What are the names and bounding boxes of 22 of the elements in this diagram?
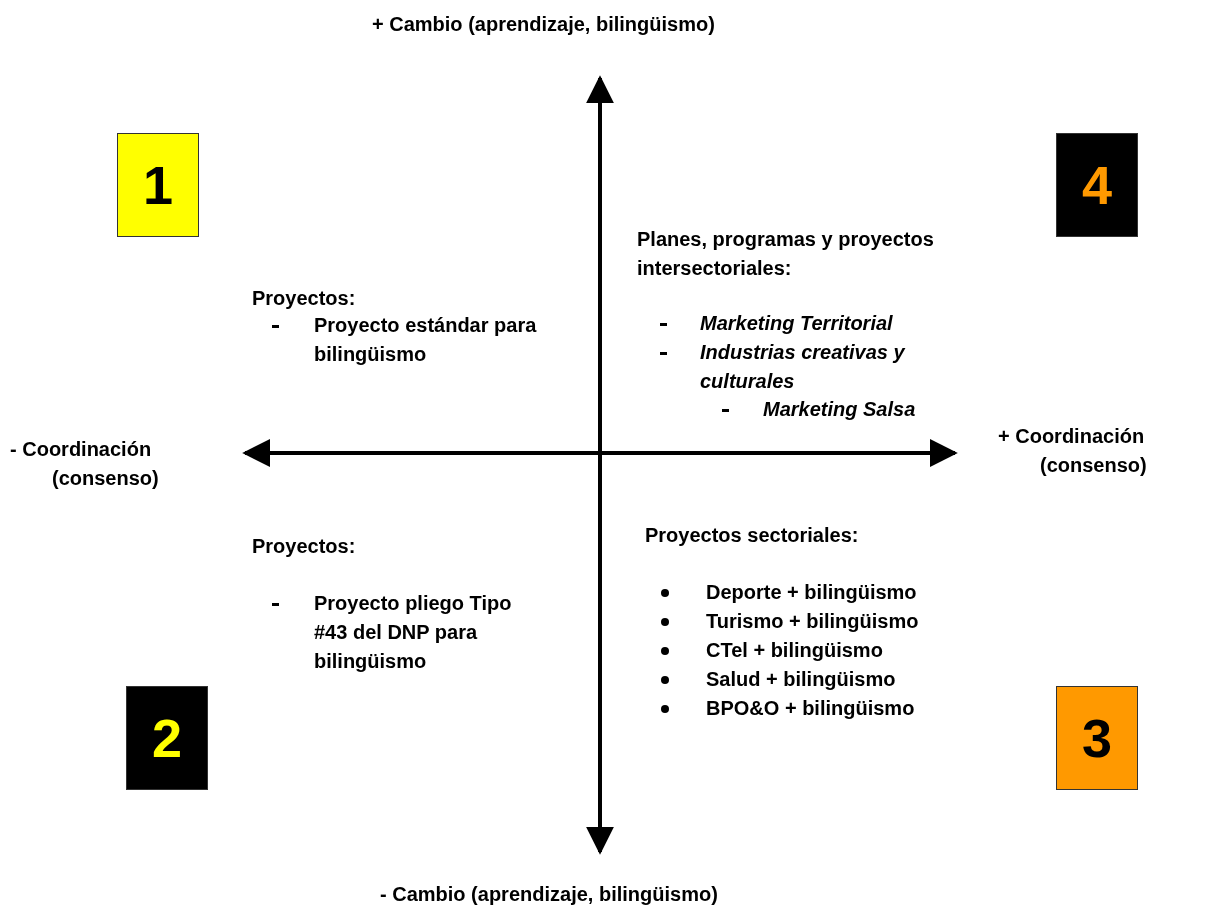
list-item: BPO&O + bilingüismo — [706, 696, 916, 721]
quadrant-heading: Proyectos: — [252, 534, 357, 559]
list-item: Marketing Territorial — [700, 311, 894, 336]
quadrant-heading: Proyectos sectoriales: — [645, 523, 860, 548]
list-item: Turismo + bilingüismo — [706, 609, 920, 634]
axis-title: + Cambio (aprendizaje, bilingüismo) — [372, 12, 716, 37]
list-item: Salud + bilingüismo — [706, 667, 897, 692]
quadrant-number-box: 3 — [1056, 686, 1138, 790]
axis-title: + Coordinación (consenso) — [998, 424, 1148, 478]
list-item: CTel + bilingüismo — [706, 638, 884, 663]
quadrant-number-box: 2 — [126, 686, 208, 790]
axis-title: - Cambio (aprendizaje, bilingüismo) — [380, 882, 719, 907]
quadrant-number-box: 4 — [1056, 133, 1138, 237]
list-item: Industrias creativas y culturales — [700, 340, 907, 394]
quadrant-number-box: 1 — [117, 133, 199, 237]
quadrant-heading: Planes, programas y proyectos intersectoriales: — [637, 227, 935, 281]
quadrant-heading: Proyectos: — [252, 286, 357, 311]
list-item: Marketing Salsa — [763, 397, 917, 422]
list-item: Proyecto pliego Tipo #43 del DNP para bilingüismo — [314, 591, 513, 674]
list-item: Deporte + bilingüismo — [706, 580, 918, 605]
axis-title: - Coordinación (consenso) — [10, 437, 160, 491]
list-item: Proyecto estándar para bilingüismo — [314, 313, 538, 367]
